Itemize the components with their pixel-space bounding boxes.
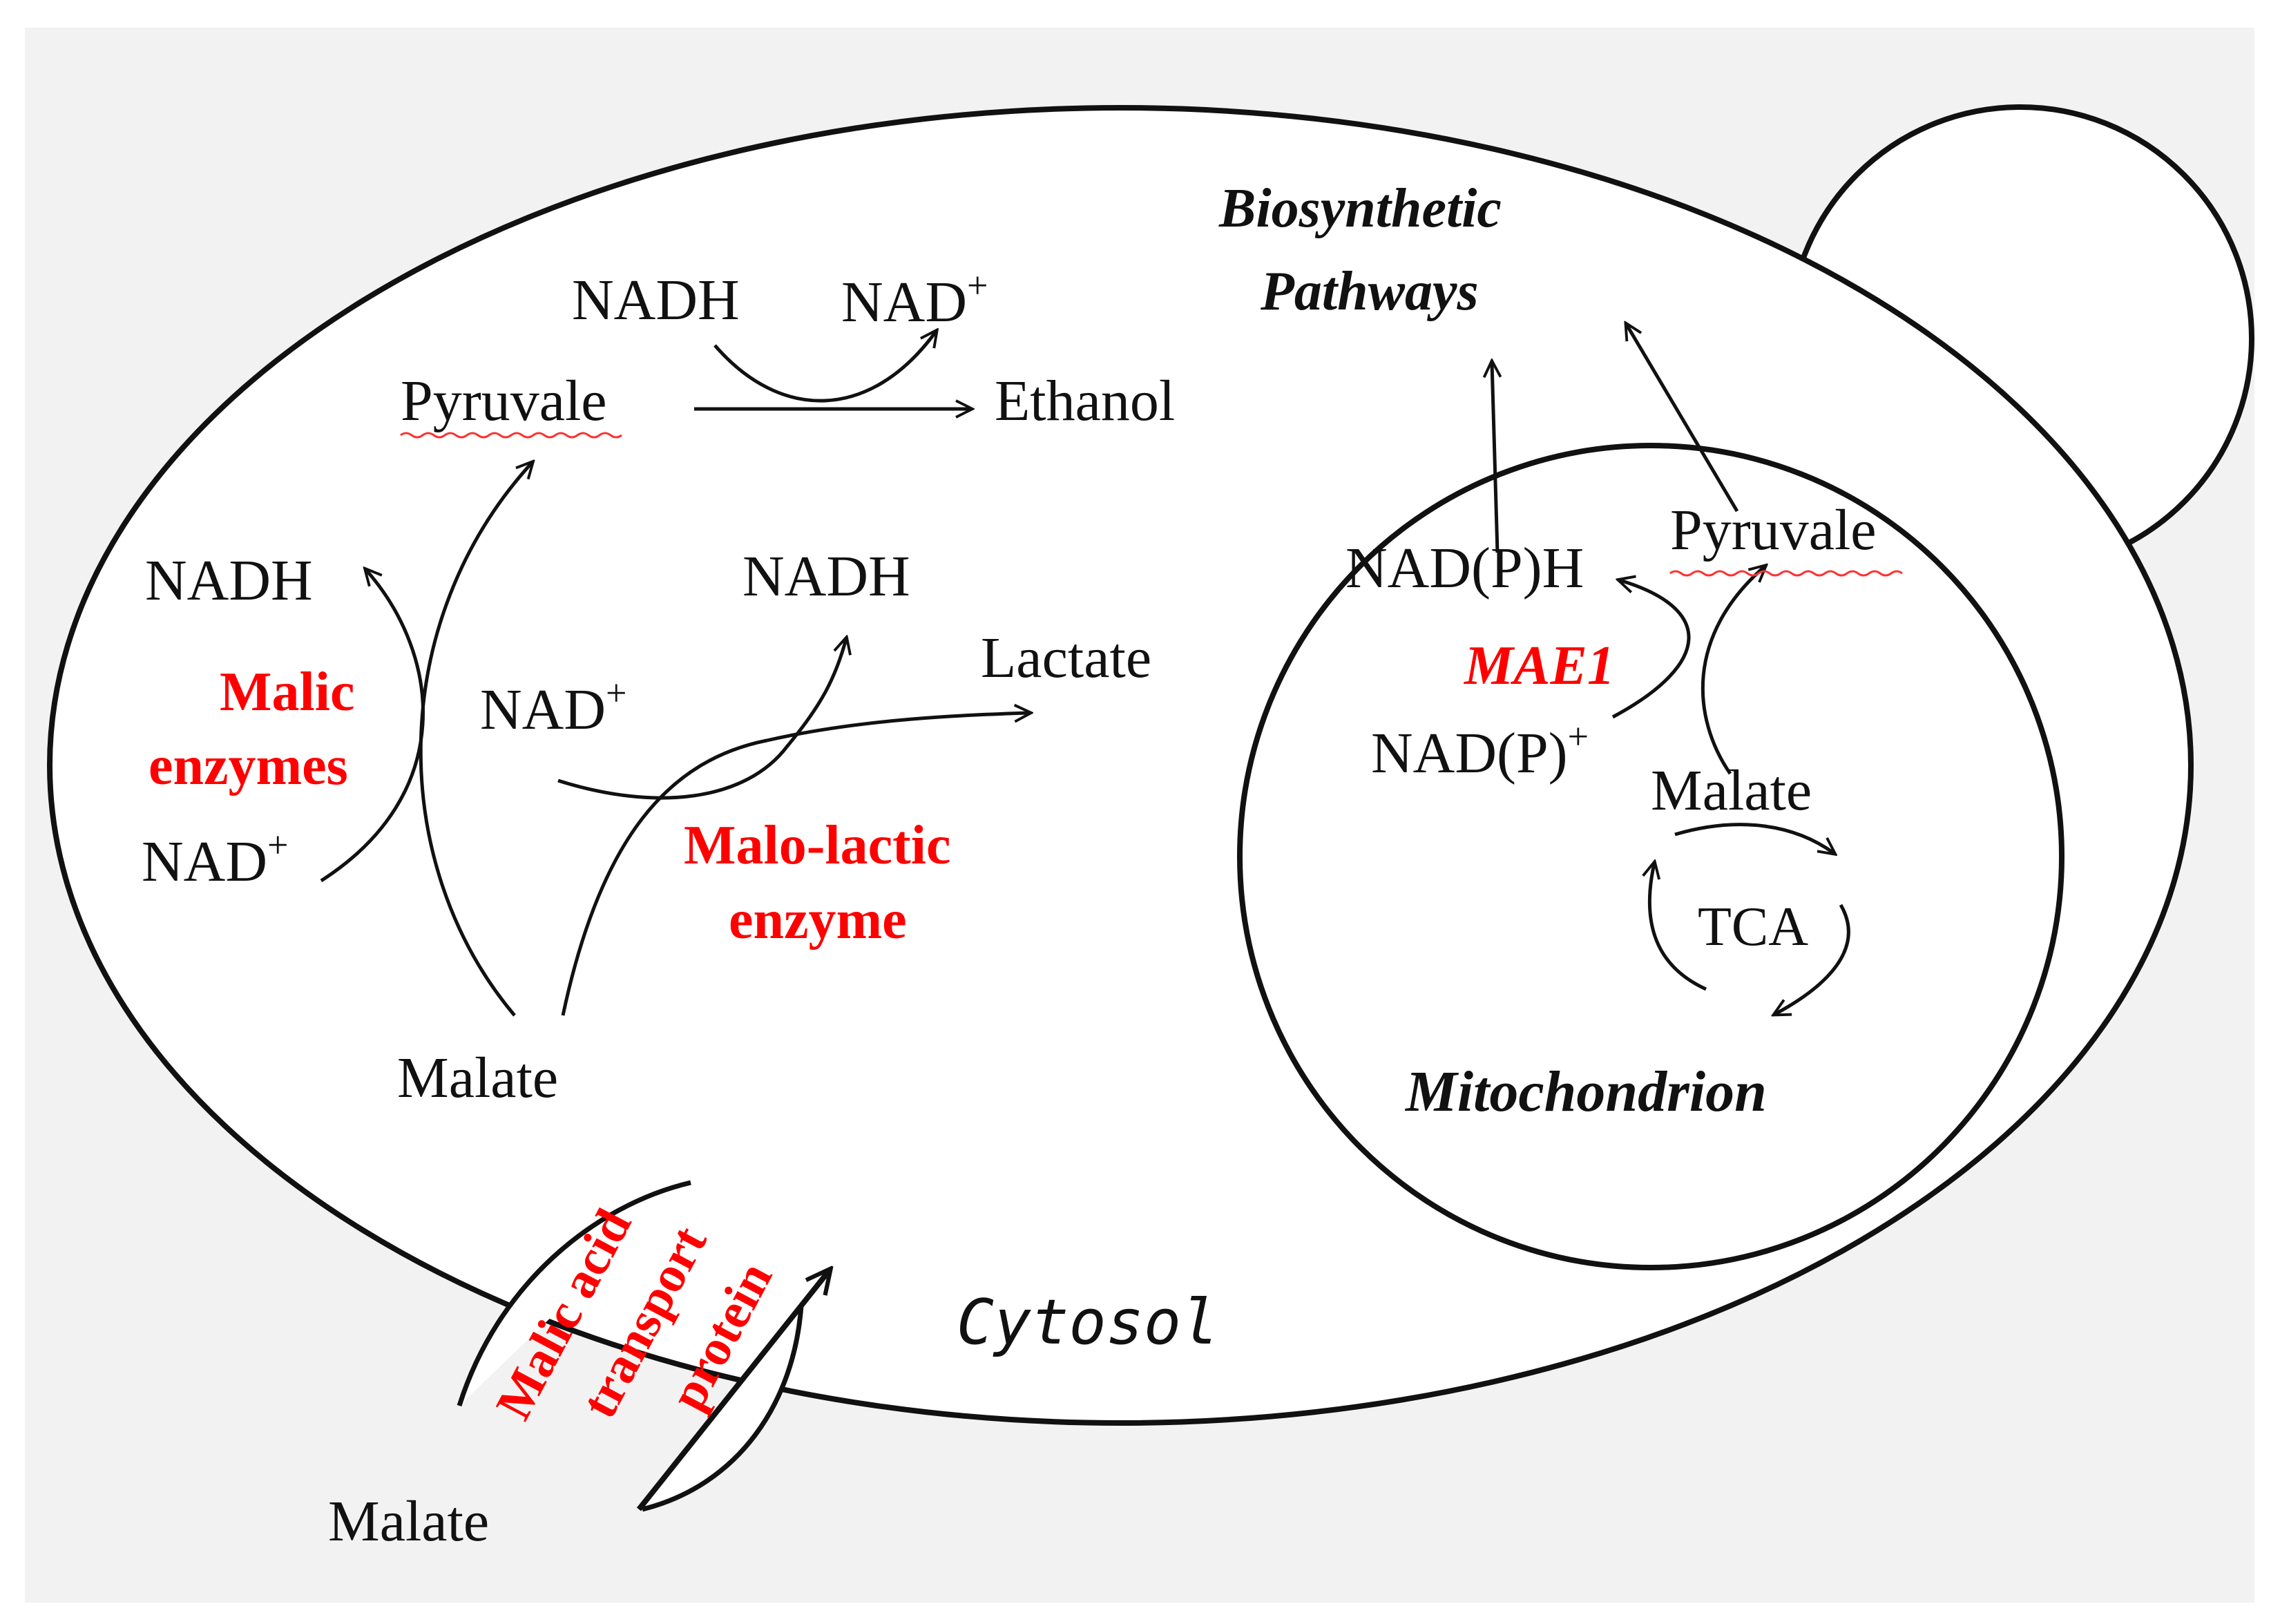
label-nadh-top: NADH bbox=[572, 268, 740, 332]
enzyme-malo-lactic-line2: enzyme bbox=[729, 890, 907, 950]
label-cytosol: Cytosol bbox=[957, 1286, 1218, 1359]
spellcheck-underline-cytosol bbox=[400, 432, 622, 439]
arrow-nad-to-nadh-middle bbox=[557, 639, 846, 800]
label-nad-left: NAD+ bbox=[142, 824, 288, 894]
arrow-malate-import bbox=[636, 1271, 829, 1511]
label-pathways: Pathways bbox=[1260, 261, 1479, 322]
label-mito-malate: Malate bbox=[1651, 758, 1812, 823]
enzyme-mae1: MAE1 bbox=[1463, 636, 1615, 696]
arrow-tca-top bbox=[1674, 823, 1834, 853]
label-mitochondrion: Mitochondrion bbox=[1404, 1060, 1767, 1124]
arrow-tca-left bbox=[1649, 863, 1707, 991]
arrow-nad-to-nadh-left bbox=[320, 570, 425, 883]
spellcheck-underline-mito bbox=[1669, 570, 1903, 577]
label-ethanol: Ethanol bbox=[995, 369, 1175, 433]
arrow-malate-to-lactate bbox=[561, 713, 1029, 1016]
label-nad-middle: NAD+ bbox=[480, 672, 626, 742]
arrow-mito-malate-to-pyruvale bbox=[1701, 566, 1765, 775]
enzyme-malo-lactic-line1: Malo-lactic bbox=[684, 815, 950, 876]
label-biosynthetic: Biosynthetic bbox=[1218, 178, 1502, 239]
label-mito-pyruvale: Pyruvale bbox=[1670, 498, 1877, 562]
label-tca: TCA bbox=[1698, 897, 1808, 957]
label-pyruvale-cytosol: Pyruvale bbox=[401, 369, 607, 433]
label-mito-nadph: NAD(P)H bbox=[1345, 536, 1584, 600]
arrow-nadph-to-biosynthetic bbox=[1492, 363, 1497, 553]
mitochondrion-membrane bbox=[1237, 443, 2065, 1270]
label-mito-nadp: NAD(P)+ bbox=[1371, 716, 1589, 785]
label-lactate: Lactate bbox=[981, 626, 1151, 690]
arrow-nadp-to-nadph bbox=[1611, 580, 1691, 719]
arrow-tca-right bbox=[1775, 904, 1850, 1014]
enzyme-malic-enzymes-line2: enzymes bbox=[149, 736, 348, 796]
label-nad-top: NAD+ bbox=[841, 265, 988, 334]
label-nadh-left: NADH bbox=[145, 548, 313, 613]
label-malate-outside: Malate bbox=[328, 1489, 489, 1554]
label-malate-cytosol: Malate bbox=[397, 1046, 558, 1110]
arrow-pyruvale-to-biosynthetic bbox=[1627, 325, 1739, 513]
enzyme-malic-enzymes-line1: Malic bbox=[220, 662, 354, 723]
arrow-nadh-to-nad-top bbox=[713, 332, 936, 403]
label-nadh-middle: NADH bbox=[743, 544, 910, 609]
